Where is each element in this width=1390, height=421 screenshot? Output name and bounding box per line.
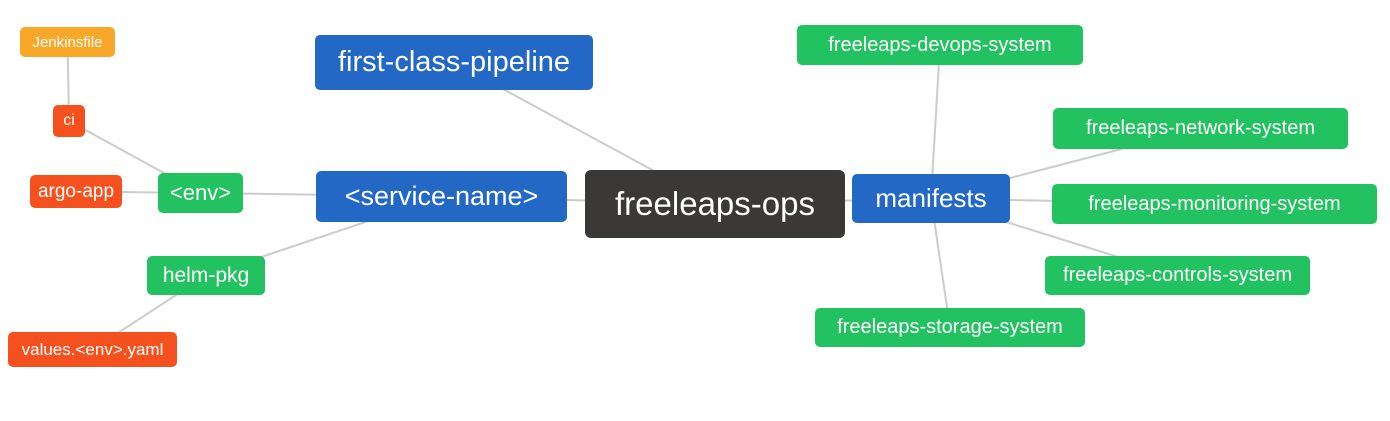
node-freeleaps-ops-root[interactable]: freeleaps-ops <box>585 170 845 238</box>
node-freeleaps-monitoring-system[interactable]: freeleaps-monitoring-system <box>1052 184 1377 224</box>
node-ci[interactable]: ci <box>53 105 85 137</box>
node-freeleaps-network-system[interactable]: freeleaps-network-system <box>1053 108 1348 149</box>
node-service-name[interactable]: <service-name> <box>316 171 567 222</box>
node-manifests[interactable]: manifests <box>852 174 1010 223</box>
node-freeleaps-devops-system[interactable]: freeleaps-devops-system <box>797 25 1083 65</box>
node-argo-app[interactable]: argo-app <box>30 175 122 208</box>
node-freeleaps-storage-system[interactable]: freeleaps-storage-system <box>815 308 1085 347</box>
node-env[interactable]: <env> <box>158 173 243 213</box>
node-first-class-pipeline[interactable]: first-class-pipeline <box>315 35 593 90</box>
node-freeleaps-controls-system[interactable]: freeleaps-controls-system <box>1045 256 1310 295</box>
node-jenkinsfile[interactable]: Jenkinsfile <box>20 27 115 57</box>
node-helm-pkg[interactable]: helm-pkg <box>147 256 265 295</box>
node-values-env-yaml[interactable]: values.<env>.yaml <box>8 332 177 367</box>
edge-manifests-devops <box>930 44 941 199</box>
